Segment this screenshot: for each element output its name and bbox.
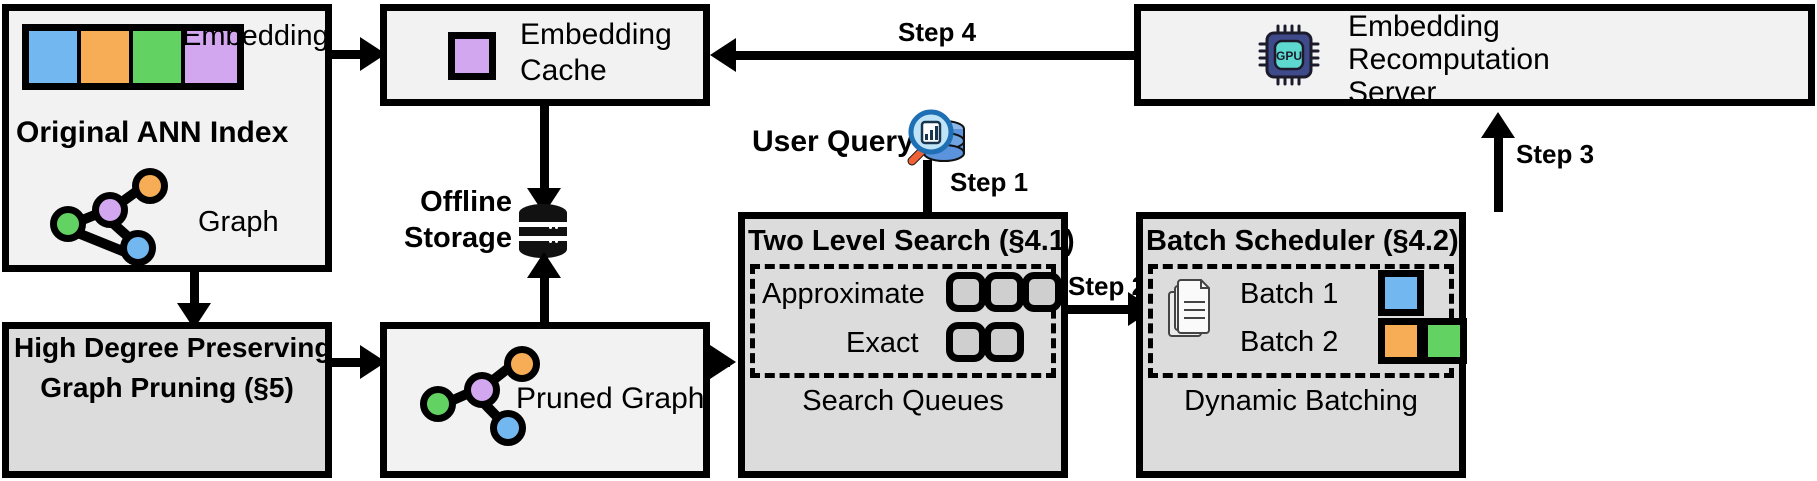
batch-1-label: Batch 1 [1240, 278, 1339, 310]
pruned-graph-glyph [412, 342, 540, 446]
recomputation-server-line2: Recomputation [1348, 43, 1550, 76]
step-1-label: Step 1 [950, 167, 1029, 197]
embedding-strip [22, 24, 244, 90]
approximate-queue-slot[interactable] [1022, 272, 1062, 312]
embedding-label: Embedding [182, 20, 329, 52]
gpu-icon-text: GPU [1276, 49, 1302, 63]
arrow-step2 [1068, 305, 1138, 314]
arrow-index-to-cache [332, 50, 362, 59]
graph-label: Graph [198, 206, 279, 238]
original-graph-glyph [44, 168, 168, 266]
batch-scheduler-title: Batch Scheduler (§4.2) [1146, 225, 1459, 257]
arrow-step4 [730, 51, 1134, 60]
graph-node-orange [132, 168, 168, 204]
batch-1-chip-blue [1378, 270, 1424, 316]
recomputation-server-box[interactable] [1134, 4, 1815, 106]
arrow-pruned-to-storage [540, 276, 549, 322]
step-4-label: Step 4 [898, 17, 977, 47]
graph-node-purple [92, 192, 128, 228]
exact-queue-slot[interactable] [984, 322, 1024, 362]
recomputation-server-line3: Server [1348, 76, 1437, 109]
embedding-cell-purple [185, 31, 237, 83]
gpu-chip-icon: GPU [1258, 24, 1320, 86]
dynamic-batching-caption: Dynamic Batching [1184, 385, 1418, 417]
embedding-cell-green [133, 31, 185, 83]
step-2-label: Step 2 [1068, 271, 1147, 301]
search-database-icon [900, 105, 970, 173]
arrow-index-to-pruning [190, 272, 199, 305]
graph-node-blue [490, 410, 526, 446]
approximate-queue-slot[interactable] [946, 272, 986, 312]
embedding-cache-chip [448, 32, 496, 80]
user-query-label: User Query [752, 125, 914, 158]
graph-node-blue [120, 230, 156, 266]
step-3-label: Step 3 [1516, 139, 1595, 169]
graph-node-green [420, 386, 456, 422]
graph-node-purple [464, 372, 500, 408]
embedding-cache-line1: Embedding [520, 18, 672, 51]
arrow-step3-head [1481, 112, 1515, 138]
search-queues-caption: Search Queues [802, 385, 1004, 417]
embedding-cache-line2: Cache [520, 54, 607, 87]
pruned-graph-label: Pruned Graph [516, 382, 705, 415]
approximate-row-label: Approximate [762, 278, 925, 310]
offline-storage-line2: Storage [404, 222, 512, 254]
graph-node-green [50, 206, 86, 242]
embedding-cell-orange [81, 31, 133, 83]
arrow-pruning-to-pruned [332, 358, 362, 367]
embedding-cache-box[interactable] [380, 4, 710, 106]
graph-pruning-box[interactable] [2, 322, 332, 478]
arrow-pruned-to-storage-head [527, 252, 561, 278]
search-queues-dashed-region [750, 264, 1056, 378]
exact-row-label: Exact [846, 327, 919, 359]
approximate-queue-slot[interactable] [984, 272, 1024, 312]
graph-node-orange [504, 346, 540, 382]
graph-pruning-line1: High Degree Preserving [14, 332, 332, 363]
batch-2-label: Batch 2 [1240, 326, 1339, 358]
batch-2-chip-orange [1378, 318, 1424, 364]
documents-icon [1166, 278, 1218, 342]
arrow-step3 [1494, 135, 1503, 212]
database-cylinder-icon [519, 204, 567, 258]
recomputation-server-line1: Embedding [1348, 10, 1500, 43]
embedding-cell-blue [29, 31, 81, 83]
batch-2-chip-green [1421, 318, 1467, 364]
arrow-step1 [923, 160, 932, 222]
graph-pruning-line2: Graph Pruning (§5) [40, 372, 294, 403]
arrow-step4-head [710, 38, 736, 72]
original-ann-index-title: Original ANN Index [16, 116, 289, 149]
arrow-cache-to-storage [540, 106, 549, 190]
offline-storage-line1: Offline [420, 186, 512, 218]
exact-queue-slot[interactable] [946, 322, 986, 362]
two-level-search-title: Two Level Search (§4.1) [748, 225, 1075, 257]
arrow-pruned-to-search-head [710, 345, 736, 379]
